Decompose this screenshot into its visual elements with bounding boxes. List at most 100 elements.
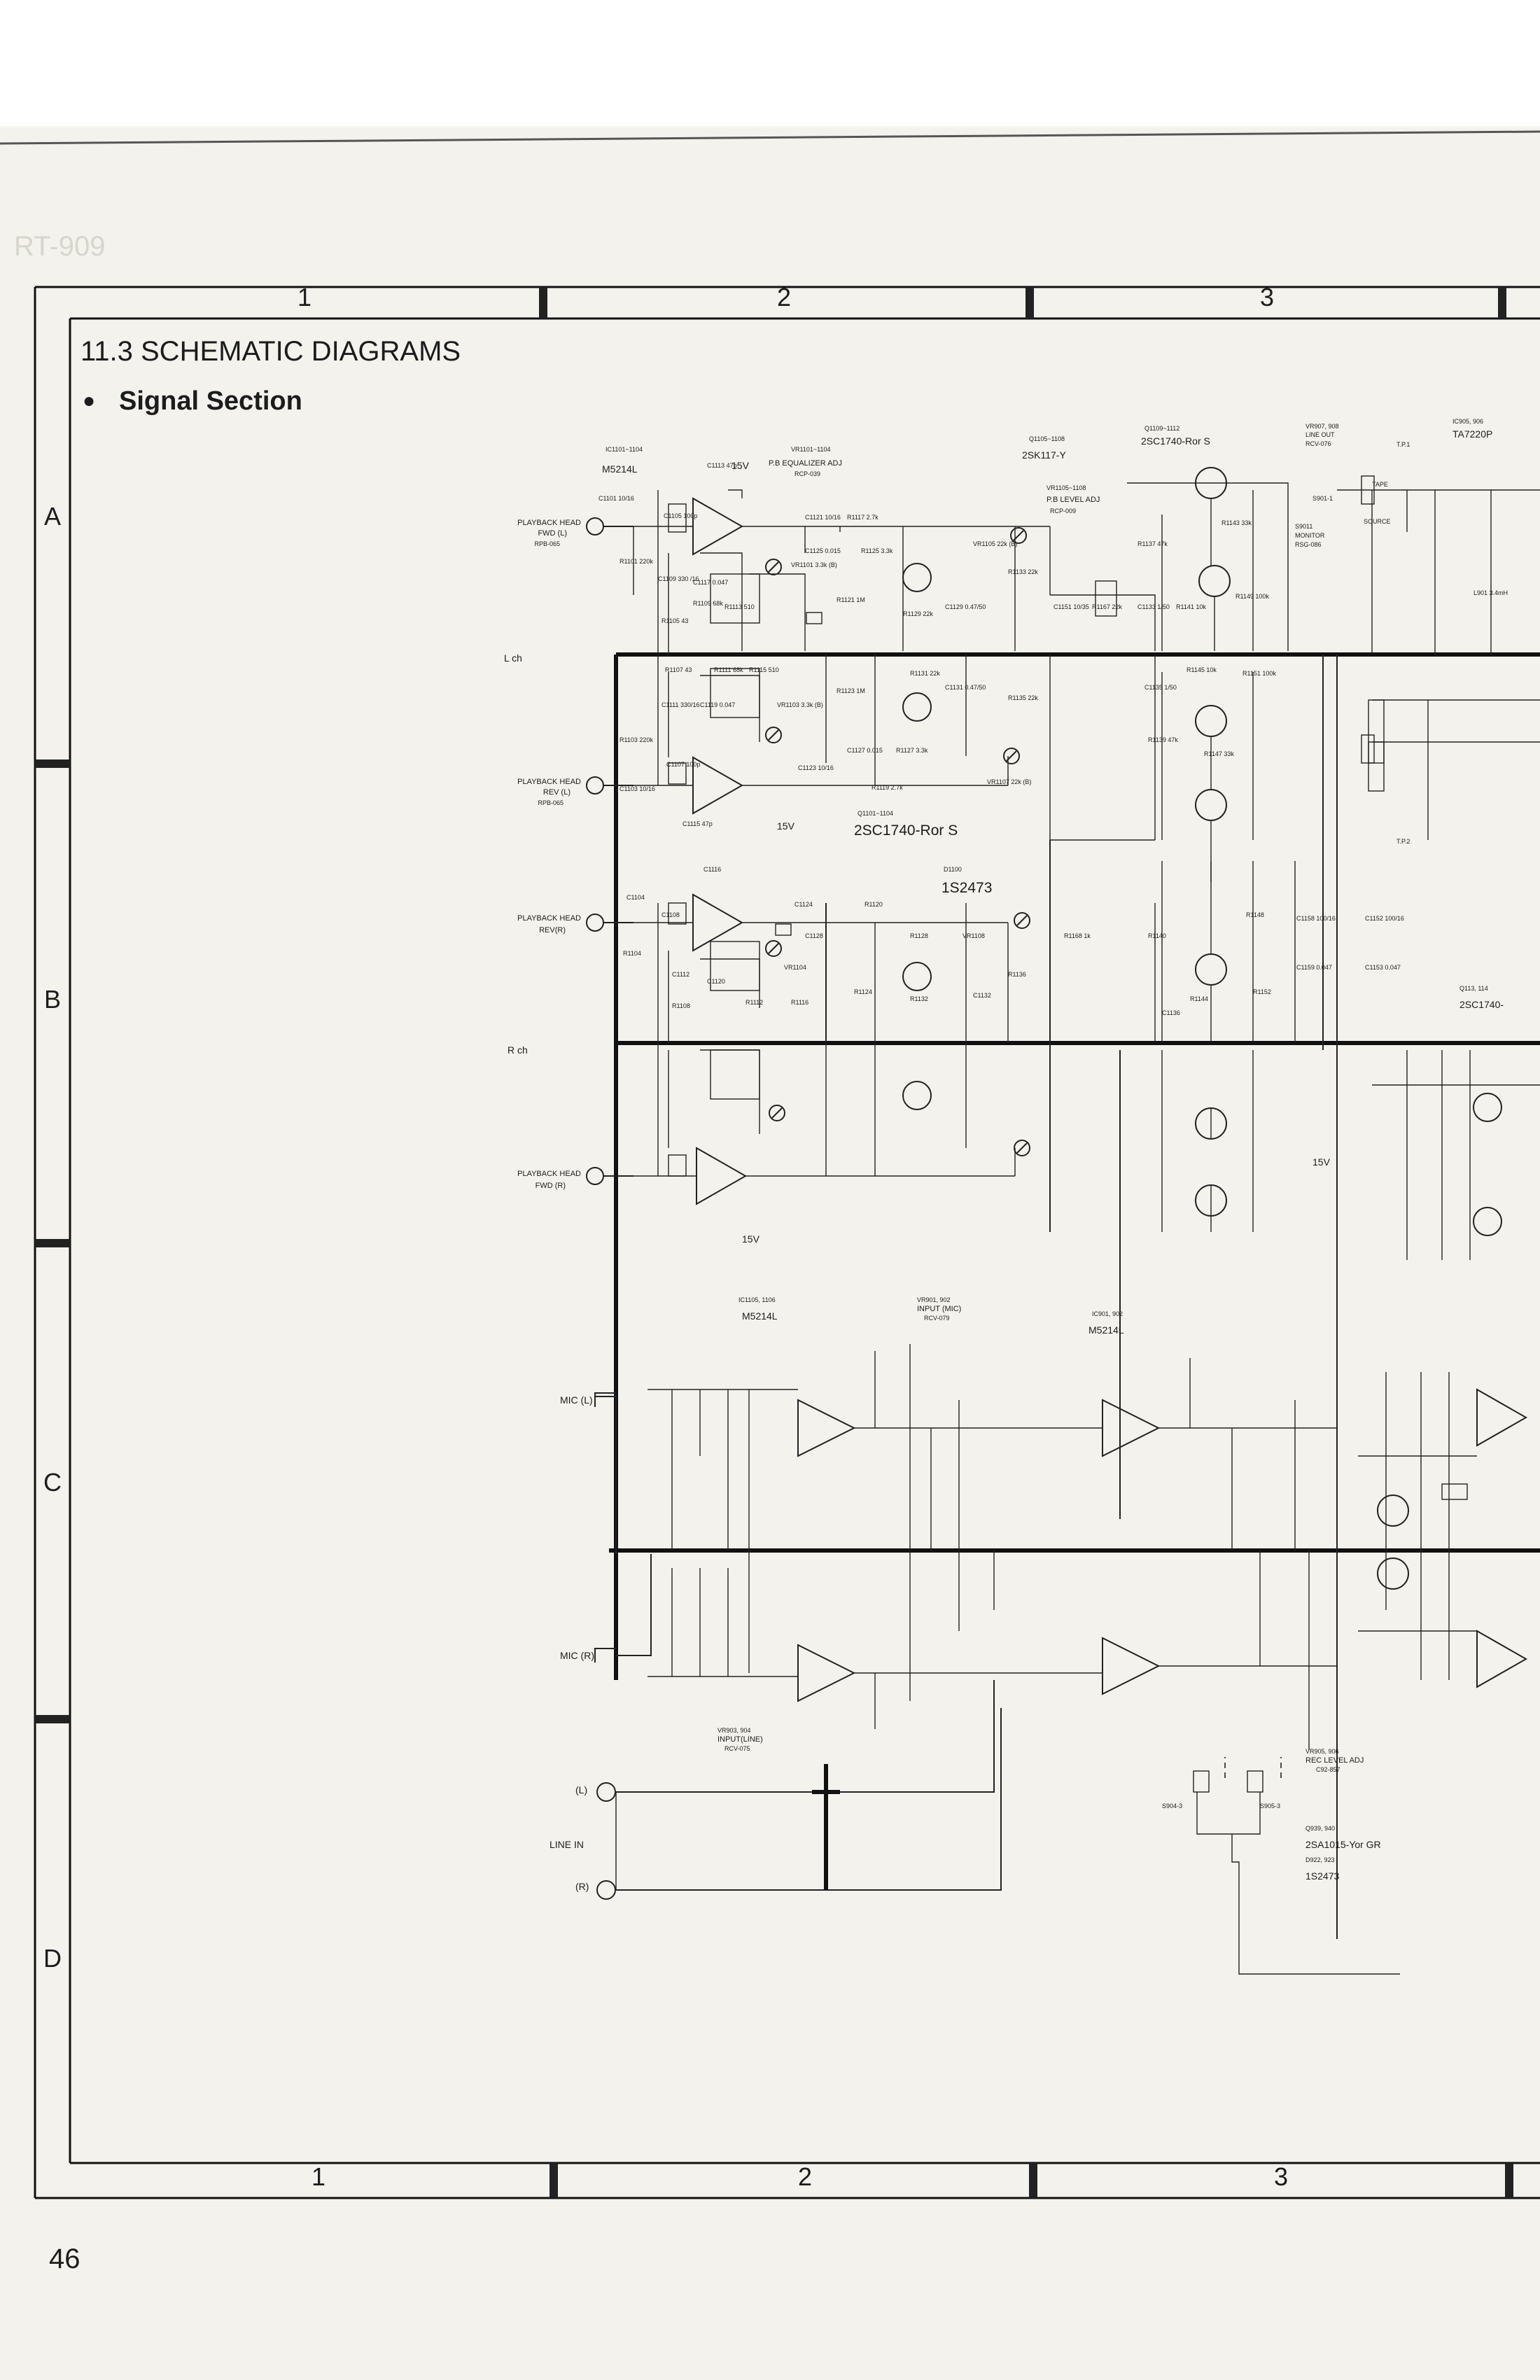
column-marker-2-top: 2 bbox=[777, 283, 791, 312]
ghost-header: RT-909 bbox=[14, 231, 105, 262]
svg-text:C1115 47p: C1115 47p bbox=[682, 820, 713, 827]
tp2-label: T.P.2 bbox=[1396, 838, 1410, 845]
svg-text:R1145 10k: R1145 10k bbox=[1186, 666, 1217, 673]
vr-line-out-name: LINE OUT bbox=[1306, 431, 1335, 438]
svg-text:R1111 68k: R1111 68k bbox=[714, 666, 743, 673]
svg-text:C1132: C1132 bbox=[973, 992, 991, 999]
diode-rec-part: 1S2473 bbox=[1306, 1870, 1339, 1882]
svg-text:R1127 3.3k: R1127 3.3k bbox=[896, 747, 928, 754]
svg-text:VR1103 3.3k (B): VR1103 3.3k (B) bbox=[777, 701, 823, 708]
svg-text:C1135 1/50: C1135 1/50 bbox=[1144, 684, 1177, 691]
svg-text:REV (L): REV (L) bbox=[543, 788, 570, 797]
svg-text:C1131 0.47/50: C1131 0.47/50 bbox=[945, 684, 986, 691]
svg-text:R1108: R1108 bbox=[672, 1002, 690, 1009]
svg-text:PLAYBACK HEAD: PLAYBACK HEAD bbox=[517, 914, 581, 923]
eq-adj-part: RCP-039 bbox=[794, 470, 820, 477]
svg-text:C1101 10/16: C1101 10/16 bbox=[598, 495, 634, 502]
switch-source-label: SOURCE bbox=[1364, 518, 1391, 525]
diode-part: 1S2473 bbox=[941, 880, 992, 896]
svg-text:C1133 1/50: C1133 1/50 bbox=[1138, 603, 1170, 610]
svg-text:C1127 0.015: C1127 0.015 bbox=[847, 747, 883, 754]
vr-input-line-ref: VR903, 904 bbox=[718, 1727, 751, 1734]
rec-level-name: REC LEVEL ADJ bbox=[1306, 1756, 1364, 1765]
svg-text:C1108: C1108 bbox=[662, 911, 680, 918]
tr-mid-part: 2SC1740-Ror S bbox=[854, 822, 958, 839]
svg-text:C1105 100p: C1105 100p bbox=[664, 512, 697, 519]
svg-text:R1131 22k: R1131 22k bbox=[910, 670, 940, 677]
fet-part: 2SK117-Y bbox=[1022, 449, 1066, 461]
page-number: 46 bbox=[49, 2244, 80, 2274]
svg-text:R1104: R1104 bbox=[623, 950, 641, 957]
svg-text:R1133 22k: R1133 22k bbox=[1008, 568, 1038, 575]
coil-l901: L901 3.4mH bbox=[1474, 589, 1508, 596]
row-marker-b: B bbox=[44, 985, 61, 1014]
tr-right-ref: Q113, 114 bbox=[1460, 985, 1488, 992]
supply-15v-bottom: 15V bbox=[742, 1233, 760, 1245]
switch-s901-label: S901-1 bbox=[1312, 495, 1333, 502]
svg-text:VR1101 3.3k (B): VR1101 3.3k (B) bbox=[791, 561, 837, 568]
svg-text:C1117 0.047: C1117 0.047 bbox=[693, 579, 728, 586]
svg-text:C1116: C1116 bbox=[704, 866, 721, 873]
tr-mid-ref: Q1101~1104 bbox=[858, 810, 893, 817]
svg-text:R1117 2.7k: R1117 2.7k bbox=[847, 514, 878, 521]
svg-text:R1152: R1152 bbox=[1253, 988, 1271, 995]
playback-head-rev-l: PLAYBACK HEAD REV (L) RPB-065 bbox=[517, 778, 581, 806]
svg-text:R1116: R1116 bbox=[791, 999, 808, 1006]
svg-text:C1136: C1136 bbox=[1162, 1009, 1180, 1016]
svg-text:C1123 10/16: C1123 10/16 bbox=[798, 764, 834, 771]
svg-text:R1101 220k: R1101 220k bbox=[620, 558, 653, 565]
mic-ic-part: M5214L bbox=[742, 1310, 778, 1322]
svg-text:R1140: R1140 bbox=[1148, 932, 1166, 939]
vr-line-out-part: RCV-076 bbox=[1306, 440, 1331, 447]
column-marker-2-bottom: 2 bbox=[798, 2162, 812, 2191]
svg-text:C1104: C1104 bbox=[626, 894, 645, 901]
svg-text:R1135 22k: R1135 22k bbox=[1008, 694, 1038, 701]
svg-text:R1168 1k: R1168 1k bbox=[1064, 932, 1091, 939]
vr-input-line-name: INPUT(LINE) bbox=[718, 1735, 763, 1744]
ic-out-ref: IC905, 906 bbox=[1452, 418, 1483, 425]
playback-heads: PLAYBACK HEAD FWD (L) RPB-065 PLAYBACK H… bbox=[517, 519, 581, 1190]
column-marker-1-bottom: 1 bbox=[312, 2162, 326, 2191]
svg-text:R1113 510: R1113 510 bbox=[724, 603, 755, 610]
monitor-switch-ref: S9011 bbox=[1295, 523, 1312, 530]
svg-text:R1112: R1112 bbox=[746, 999, 763, 1006]
svg-text:R1103 220k: R1103 220k bbox=[620, 736, 653, 743]
svg-text:FWD (L): FWD (L) bbox=[538, 529, 567, 538]
svg-text:C1159 0.047: C1159 0.047 bbox=[1296, 964, 1332, 971]
bullet-icon: ● bbox=[83, 389, 95, 412]
svg-text:R1121 1M: R1121 1M bbox=[836, 596, 865, 603]
eq-adj-name: P.B EQUALIZER ADJ bbox=[769, 459, 842, 468]
transistors bbox=[903, 468, 1502, 1589]
svg-text:RPB-065: RPB-065 bbox=[534, 540, 560, 547]
switch-s905-label: S905-3 bbox=[1260, 1802, 1280, 1809]
svg-text:FWD (R): FWD (R) bbox=[536, 1182, 566, 1190]
svg-text:C1129 0.47/50: C1129 0.47/50 bbox=[945, 603, 986, 610]
column-marker-1-top: 1 bbox=[298, 283, 312, 312]
svg-text:REV(R): REV(R) bbox=[539, 926, 566, 934]
svg-text:C1152 100/16: C1152 100/16 bbox=[1365, 915, 1404, 922]
switch-s904-label: S904-3 bbox=[1162, 1802, 1182, 1809]
svg-text:R1149 100k: R1149 100k bbox=[1236, 593, 1269, 600]
mic-r-label: MIC (R) bbox=[560, 1650, 594, 1661]
svg-text:R1123 1M: R1123 1M bbox=[836, 687, 865, 694]
vr-input-mic-ref: VR901, 902 bbox=[917, 1296, 951, 1303]
svg-text:C1111 330/16: C1111 330/16 bbox=[662, 701, 700, 708]
section-title: 11.3 SCHEMATIC DIAGRAMS bbox=[80, 336, 461, 367]
tr-top-ref: Q1109~1112 bbox=[1144, 425, 1180, 432]
page-fold-edge bbox=[0, 132, 1540, 144]
svg-text:R1147 33k: R1147 33k bbox=[1204, 750, 1234, 757]
switch-tape-label: TAPE bbox=[1372, 481, 1388, 488]
svg-text:C1125 0.015: C1125 0.015 bbox=[805, 547, 841, 554]
mic-line-wiring bbox=[595, 1344, 1477, 1974]
svg-text:C1113 47p: C1113 47p bbox=[707, 462, 737, 469]
mic-section-labels: IC1105, 1106 M5214L VR901, 902 INPUT (MI… bbox=[550, 1296, 1381, 1892]
playback-wiring bbox=[634, 476, 1540, 1260]
playback-head-fwd-l: PLAYBACK HEAD FWD (L) RPB-065 bbox=[517, 519, 581, 547]
svg-text:C1120: C1120 bbox=[707, 978, 725, 985]
eq-adj-ref: VR1101~1104 bbox=[791, 446, 830, 453]
right-channel-label: R ch bbox=[507, 1044, 528, 1056]
switch-linkage bbox=[1225, 1757, 1281, 1778]
level-adj-name: P.B LEVEL ADJ bbox=[1046, 496, 1100, 504]
svg-text:R1136: R1136 bbox=[1008, 971, 1026, 978]
tr-right-part: 2SC1740- bbox=[1460, 999, 1504, 1010]
